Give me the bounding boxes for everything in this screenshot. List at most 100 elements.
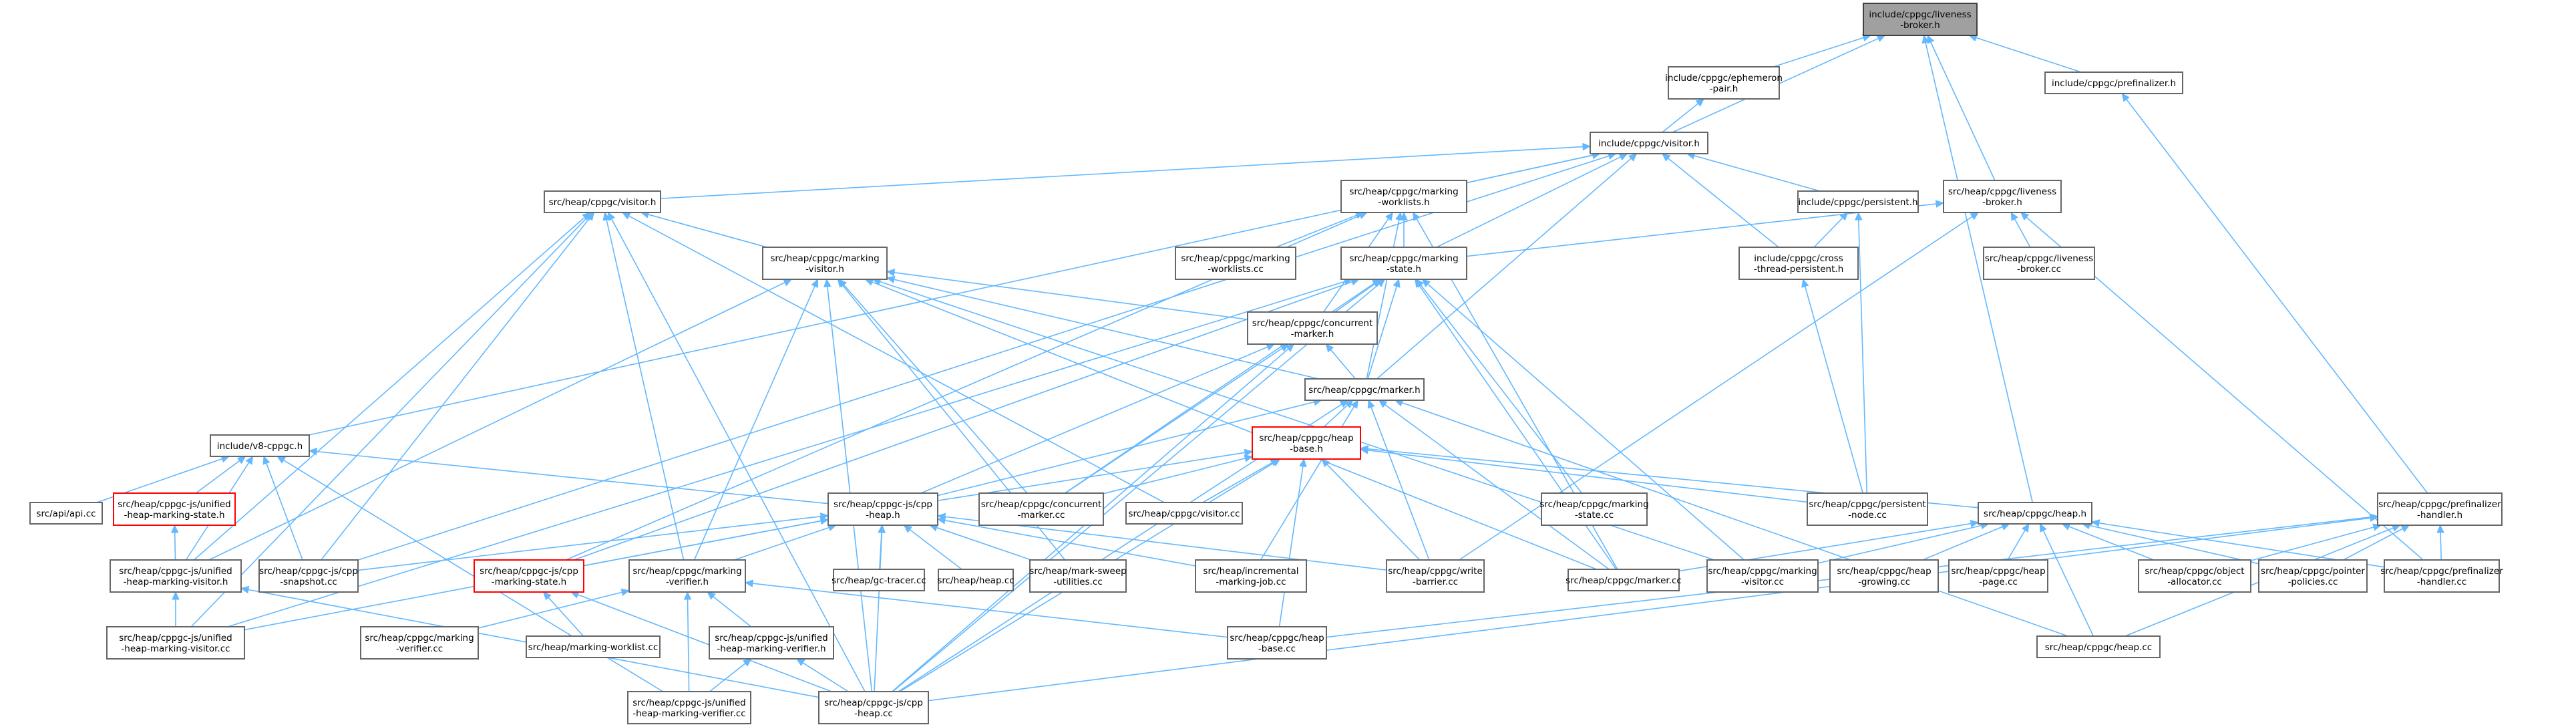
file-node-label: src/heap/cppgc/marking [1708,566,1817,577]
file-node-prefinalizer-handler[interactable]: src/heap/cppgc/prefinalizer-handler.h [2377,492,2503,526]
dependency-edge [195,456,246,494]
dependency-edge [683,591,692,692]
file-node-gc-tracer[interactable]: src/heap/gc-tracer.cc [832,569,926,591]
dependency-edge [602,211,685,561]
dependency-edge [1367,278,1401,380]
file-node-heap-visitor[interactable]: src/heap/cppgc/visitor.h [544,190,661,213]
file-node-heap-cc[interactable]: src/heap/cppgc/heap.cc [2036,635,2161,658]
file-node-label: -heap.h [866,510,900,521]
file-node-ephemeron-pair[interactable]: include/cppgc/ephemeron-pair.h [1665,66,1783,100]
file-node-cpp-heap-h[interactable]: src/heap/cppgc-js/cpp-heap.h [827,492,938,526]
file-node-liveness-src[interactable]: src/heap/cppgc/liveness-broker.h [1943,180,2062,213]
dependency-edge [1927,34,1996,181]
file-node-v8-cppgc[interactable]: include/v8-cppgc.h [210,434,310,457]
dependency-edge [2250,523,2382,561]
file-node-label: src/heap/cppgc-js/cpp [824,698,923,708]
file-node-label: -heap.cc [854,708,893,719]
file-node-cross-thread[interactable]: include/cppgc/cross-thread-persistent.h [1738,247,1859,280]
dependency-edge [660,142,1592,199]
file-node-label: -marking-job.cc [1216,577,1286,587]
dependency-edge [838,279,1028,494]
dependency-edge [1378,400,1610,570]
file-node-mark-sweep[interactable]: src/heap/mark-sweep-utilities.cc [1029,559,1127,593]
file-node-incremental[interactable]: src/heap/incremental-marking-job.cc [1195,559,1307,593]
file-node-liveness-public[interactable]: include/cppgc/liveness-broker.h [1863,3,1978,36]
file-node-unified-state[interactable]: src/heap/cppgc-js/unified-heap-marking-s… [113,492,236,526]
file-node-prefinalizer-cc[interactable]: src/heap/cppgc/prefinalizer-handler.cc [2380,559,2503,593]
dependency-edge [1323,400,1354,428]
file-node-unified-verifier-cc[interactable]: src/heap/cppgc-js/unified-heap-marking-v… [627,691,751,724]
file-node-label: include/cppgc/liveness [1869,9,1971,20]
file-node-persistent-pub[interactable]: include/cppgc/persistent.h [1797,190,1919,213]
file-node-label: -node.cc [1848,510,1887,521]
dependency-edge [928,514,2379,702]
file-node-unified-visitor-cc[interactable]: src/heap/cppgc-js/unified-heap-marking-v… [106,626,245,660]
dependency-edge [172,591,180,627]
file-node-write-barrier[interactable]: src/heap/cppgc/write-barrier.cc [1386,559,1485,593]
file-node-label: src/heap/cppgc/visitor.h [549,197,657,208]
file-node-concurrent-marker-cc[interactable]: src/heap/cppgc/concurrent-marker.cc [978,492,1104,526]
file-node-visitor-cc[interactable]: src/heap/cppgc/visitor.cc [1125,502,1243,525]
file-node-label: -thread-persistent.h [1754,264,1844,275]
file-node-label: -utilities.cc [1053,577,1103,587]
file-node-marking-worklist-cc[interactable]: src/heap/marking-worklist.cc [526,635,661,658]
dependency-edge [886,275,1319,380]
file-node-marking-worklists-cc[interactable]: src/heap/cppgc/marking-worklists.cc [1175,247,1296,280]
dependency-edge [1661,153,1779,248]
dependency-edge [1260,399,1358,561]
file-node-label: include/cppgc/prefinalizer.h [2052,78,2176,89]
file-node-heap-base-cc[interactable]: src/heap/cppgc/heap-base.cc [1227,626,1327,660]
file-node-heap-base[interactable]: src/heap/cppgc/heap-base.h [1252,426,1361,460]
file-node-heap-page[interactable]: src/heap/cppgc/heap-page.cc [1948,559,2048,593]
file-node-marking-state-cc[interactable]: src/heap/cppgc/marking-state.cc [1539,492,1649,526]
file-node-marking-worklists[interactable]: src/heap/cppgc/marking-worklists.h [1340,180,1467,213]
dependency-edge [478,588,630,629]
file-node-cpp-snapshot[interactable]: src/heap/cppgc-js/cpp-snapshot.cc [258,559,359,593]
file-node-label: src/heap/cppgc/write [1388,566,1483,577]
file-node-label: -allocator.cc [2167,577,2222,587]
file-node-liveness-cc[interactable]: src/heap/cppgc/liveness-broker.cc [1983,247,2095,280]
file-node-label: -policies.cc [2288,577,2338,587]
file-node-label: -marking-state.h [492,577,566,587]
file-node-cpp-marking-state[interactable]: src/heap/cppgc-js/cpp-marking-state.h [474,559,584,593]
file-node-api-cc[interactable]: src/api/api.cc [29,502,103,525]
file-node-label: src/heap/cppgc/pointer [2261,566,2365,577]
file-node-heap-cc-src[interactable]: src/heap/heap.cc [937,569,1015,591]
file-node-label: -broker.h [1982,197,2022,208]
dependency-edge [1662,98,1705,133]
file-node-label: -base.cc [1258,643,1296,654]
dependency-edge [709,658,752,692]
file-node-marker-h[interactable]: src/heap/cppgc/marker.h [1304,378,1425,401]
file-node-object-allocator[interactable]: src/heap/cppgc/object-allocator.cc [2138,559,2251,593]
dependency-edge [795,658,849,692]
file-node-marking-verifier-h[interactable]: src/heap/cppgc/marking-verifier.h [628,559,746,593]
file-node-unified-visitor-h[interactable]: src/heap/cppgc-js/unified-heap-marking-v… [110,559,242,593]
file-node-label: -page.cc [1979,577,2018,587]
file-node-heap-growing[interactable]: src/heap/cppgc/heap-growing.cc [1829,559,1939,593]
file-node-cpp-heap-cc[interactable]: src/heap/cppgc-js/cpp-heap.cc [818,691,929,724]
file-node-label: -heap-marking-verifier.h [717,643,825,654]
file-node-marking-state[interactable]: src/heap/cppgc/marking-state.h [1340,247,1467,280]
file-node-pointer-policies[interactable]: src/heap/cppgc/pointer-policies.cc [2258,559,2368,593]
file-node-marking-visitor-cc[interactable]: src/heap/cppgc/marking-visitor.cc [1706,559,1819,593]
file-node-heap-h[interactable]: src/heap/cppgc/heap.h [1978,502,2092,525]
file-node-persistent-node[interactable]: src/heap/cppgc/persistent-node.cc [1807,492,1928,526]
file-node-label: src/heap/cppgc/marker.h [1308,385,1420,396]
file-node-label: src/heap/cppgc/concurrent [1252,318,1373,329]
file-node-marking-visitor[interactable]: src/heap/cppgc/marking-visitor.h [762,247,888,280]
file-node-label: src/heap/heap.cc [937,575,1014,586]
file-node-label: -heap-marking-visitor.cc [121,643,230,654]
file-node-concurrent-marker[interactable]: src/heap/cppgc/concurrent-marker.h [1247,311,1378,345]
file-node-label: src/heap/cppgc/heap [1837,566,1931,577]
file-node-marker-cc[interactable]: src/heap/cppgc/marker.cc [1566,569,1682,591]
file-node-visitor-pub[interactable]: include/cppgc/visitor.h [1590,132,1708,154]
dependency-edge [1855,211,1868,494]
file-node-marking-verifier-cc[interactable]: src/heap/cppgc/marking-verifier.cc [360,626,479,660]
file-node-unified-verifier-h[interactable]: src/heap/cppgc-js/unified-heap-marking-v… [709,626,834,660]
file-node-label: src/heap/cppgc/prefinalizer [2380,566,2503,577]
file-node-label: src/heap/cppgc-js/unified [715,633,828,643]
dependency-edge [2343,525,2410,561]
file-node-label: -visitor.cc [1741,577,1784,587]
file-node-prefinalizer-pub[interactable]: include/cppgc/prefinalizer.h [2044,71,2183,94]
